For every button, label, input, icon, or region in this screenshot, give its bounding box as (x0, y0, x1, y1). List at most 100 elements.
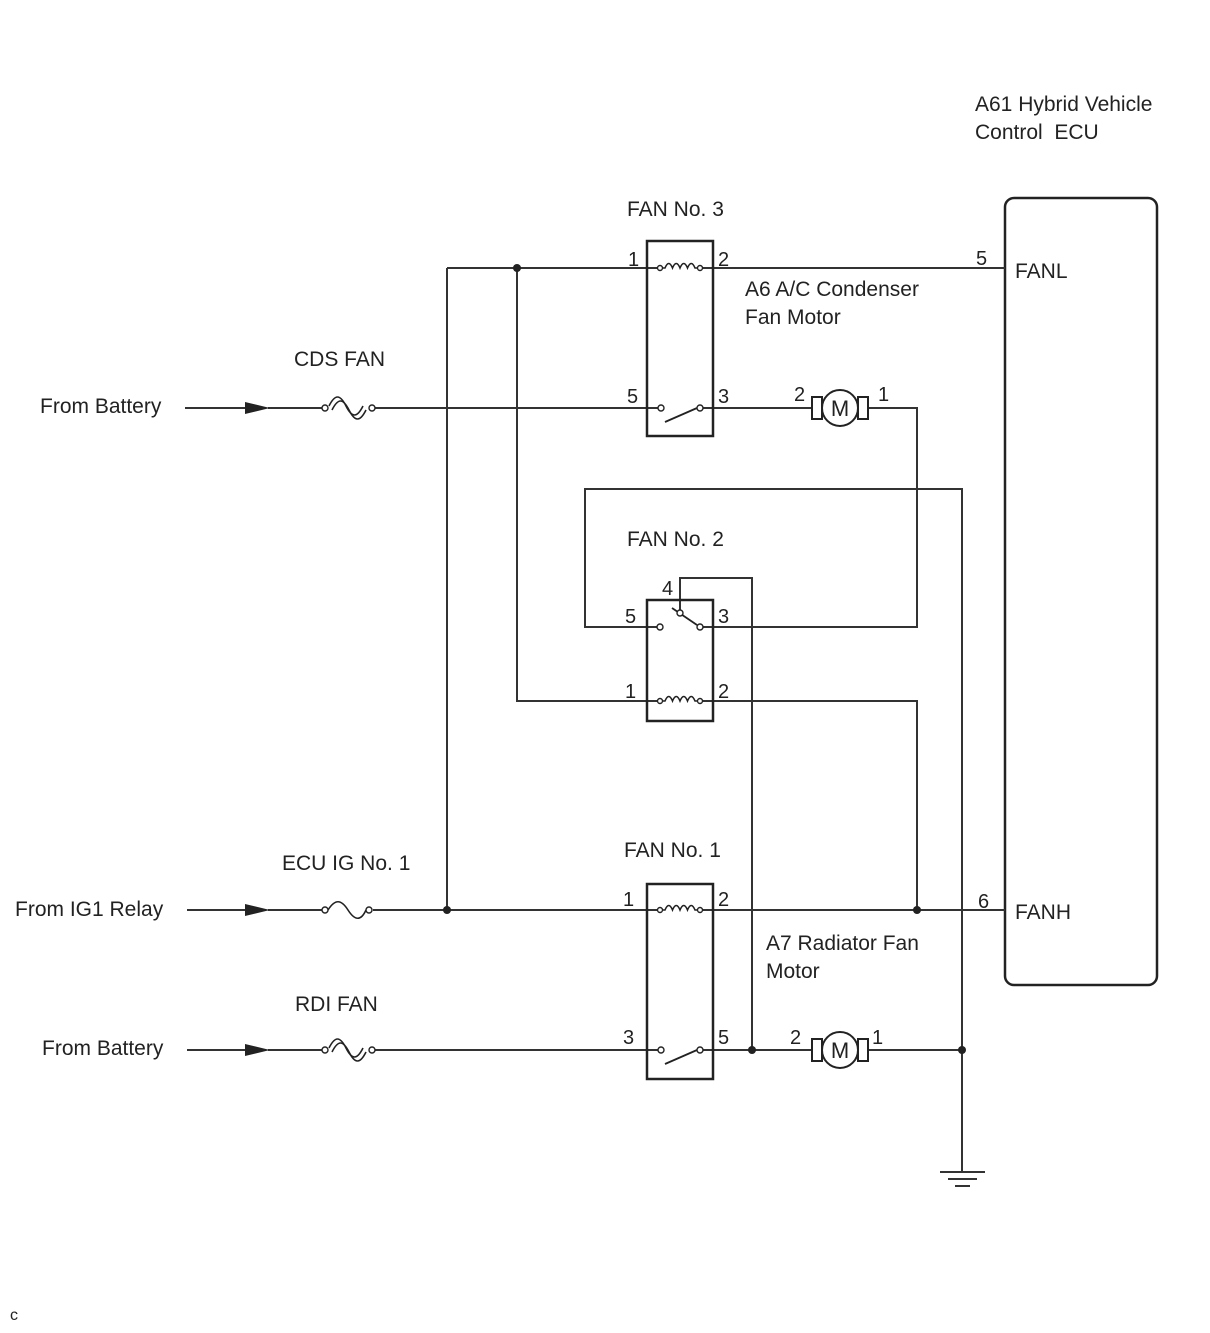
relay-terminal (656, 697, 664, 705)
fuse-label-ecu-ig-no1: ECU IG No. 1 (282, 852, 410, 875)
junction-dot (913, 906, 921, 914)
wire-relay2-to-ground (584, 488, 963, 1172)
relay-fan-no2-pin: 3 (718, 606, 729, 628)
relay-terminal (657, 404, 665, 412)
junction-dot (958, 1046, 966, 1054)
ground-icon (940, 1171, 985, 1187)
ecu-title-line2: Control ECU (975, 121, 1099, 144)
corner-mark: c (10, 1307, 18, 1324)
motor-a7-title-line2: Motor (766, 960, 820, 983)
relay-switch-icon (664, 407, 698, 423)
ecu-box (1003, 196, 1159, 987)
ecu-pin-fanh: 6 (978, 891, 989, 913)
arrow-right-icon (245, 1044, 270, 1056)
motor-a6-pin: 1 (878, 384, 889, 406)
motor-a7-pin: 1 (872, 1027, 883, 1049)
fuse-icon (327, 900, 367, 920)
motor-a7: A7 Radiator Fan Motor M 2 1 (766, 932, 919, 1069)
relay-fan-no1-pin: 5 (718, 1027, 729, 1049)
fusible-link-icon (331, 400, 367, 420)
source-battery-top: From Battery (40, 395, 162, 418)
relay-fan-no3-box (645, 239, 715, 438)
junction-dot (748, 1046, 756, 1054)
relay-switch-icon (664, 1049, 698, 1065)
relay-fan-no1: FAN No. 1 1 2 3 5 (623, 839, 729, 1081)
fuse-label-rdi-fan: RDI FAN (295, 993, 378, 1016)
relay-fan-no3-pin: 5 (627, 386, 638, 408)
relay-fan-no1-pin: 3 (623, 1027, 634, 1049)
motor-connector-icon (857, 396, 869, 420)
relay-terminal (657, 1046, 665, 1054)
ecu-title-line1: A61 Hybrid Vehicle (975, 93, 1152, 116)
ecu-pin-fanl: 5 (976, 248, 987, 270)
fuse-label-cds-fan: CDS FAN (294, 348, 385, 371)
relay-fan-no3-pin: 2 (718, 249, 729, 271)
motor-connector-icon (811, 1038, 823, 1062)
relay-terminal (656, 906, 664, 914)
relay-terminal (676, 609, 684, 617)
relay-coil-icon (660, 904, 700, 913)
fuse-ecu-ig-no1: ECU IG No. 1 (282, 852, 410, 920)
relay-fan-no1-title: FAN No. 1 (624, 839, 721, 862)
relay-fan-no2: FAN No. 2 4 5 3 1 2 (625, 528, 729, 723)
wire-relay2-coil-feed (516, 268, 657, 702)
motor-a7-title-line1: A7 Radiator Fan (766, 932, 919, 955)
motor-a6-pin: 2 (794, 384, 805, 406)
relay-fan-no2-pin: 1 (625, 681, 636, 703)
relay-terminal (696, 697, 704, 705)
source-battery-bottom: From Battery (42, 1037, 164, 1060)
relay-fan-no2-box (645, 598, 715, 723)
ecu-terminal-fanl: FANL (1015, 260, 1068, 283)
motor-a7-pin: 2 (790, 1027, 801, 1049)
relay-terminal (696, 906, 704, 914)
motor-a6-title-line2: Fan Motor (745, 306, 841, 329)
motor-symbol: M (831, 396, 849, 421)
fusible-link-icon (331, 1042, 367, 1062)
relay-terminal (696, 264, 704, 272)
motor-symbol: M (831, 1038, 849, 1063)
fuse-terminal (321, 404, 329, 412)
wire-relay2-coil-to-fanh (703, 700, 918, 910)
relay-fan-no2-pin: 4 (662, 578, 673, 600)
relay-fan-no2-pin: 5 (625, 606, 636, 628)
fuse-terminal (368, 1046, 376, 1054)
fuse-terminal (321, 906, 329, 914)
source-ig1-relay: From IG1 Relay (15, 898, 164, 921)
relay-fan-no3: FAN No. 3 1 2 5 3 (627, 198, 729, 438)
relay-fan-no2-pin: 2 (718, 681, 729, 703)
fuse-rdi-fan: RDI FAN (295, 993, 378, 1062)
motor-connector-icon (857, 1038, 869, 1062)
relay-fan-no3-title: FAN No. 3 (627, 198, 724, 221)
wires (185, 267, 1005, 1172)
relay-fan-no3-pin: 1 (628, 249, 639, 271)
relay-fan-no1-box (645, 882, 715, 1081)
sources: From Battery From IG1 Relay From Battery (15, 395, 270, 1060)
relay-terminal (696, 623, 704, 631)
relay-coil-icon (660, 695, 700, 704)
relay-fan-no2-title: FAN No. 2 (627, 528, 724, 551)
arrow-right-icon (245, 904, 270, 916)
ecu-a61: A61 Hybrid Vehicle Control ECU 5 FANL 6 … (975, 93, 1159, 987)
fuse-terminal (368, 404, 376, 412)
relay-fan-no1-pin: 2 (718, 889, 729, 911)
relay-terminal (696, 1046, 704, 1054)
relay-terminal (696, 404, 704, 412)
wire-relay2-common-to-a7 (679, 577, 753, 1050)
wire-a6-motor-to-relay2 (702, 407, 918, 628)
relay-terminal (656, 623, 664, 631)
relay-fan-no1-pin: 1 (623, 889, 634, 911)
fuse-terminal (365, 906, 373, 914)
junction-dot (443, 906, 451, 914)
motor-a6-title-line1: A6 A/C Condenser (745, 278, 919, 301)
arrow-right-icon (245, 402, 270, 414)
relay-fan-no3-pin: 3 (718, 386, 729, 408)
junctions (443, 264, 966, 1054)
junction-dot (513, 264, 521, 272)
motor-a6: A6 A/C Condenser Fan Motor M 2 1 (745, 278, 919, 427)
relay-switch-icon (671, 607, 698, 626)
motor-connector-icon (811, 396, 823, 420)
fuse-terminal (321, 1046, 329, 1054)
relay-coil-icon (660, 262, 700, 271)
